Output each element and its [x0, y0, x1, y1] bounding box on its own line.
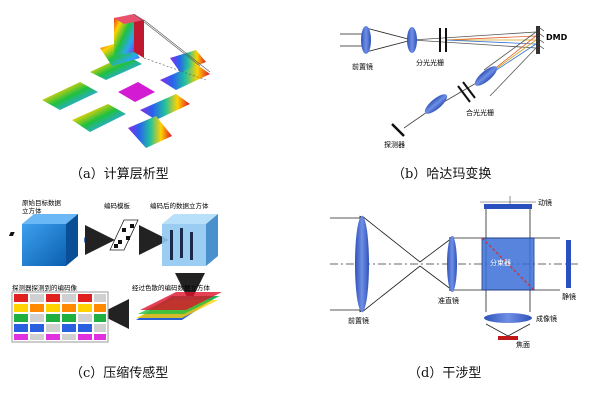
moving-mirror [484, 204, 532, 209]
caption-c: （c）压缩传感型 [70, 366, 169, 381]
coding-mask-label: 编码模板 [104, 202, 130, 210]
diffraction-tile [140, 94, 190, 120]
panel-d-diagram [330, 196, 580, 340]
combine-lens-2 [424, 94, 448, 114]
original-data-cube [22, 214, 78, 266]
caption-d: （d）干涉型 [408, 366, 482, 381]
dmd-mirror [536, 26, 540, 54]
diffraction-tile [128, 116, 172, 148]
split-grating-label: 分光光栅 [416, 59, 444, 67]
spectral-cube [114, 14, 144, 58]
diffraction-tile [42, 82, 98, 110]
front-lens [361, 26, 371, 54]
original-cube-label-line1: 原始目标数据 [22, 199, 61, 207]
panel-b-diagram [340, 26, 545, 137]
fixed-mirror-label: 静镜 [562, 293, 576, 301]
original-cube-label-line2: 立方体 [22, 207, 42, 215]
collimating-lens-label: 准直镜 [438, 297, 459, 305]
detector-label: 探测器 [384, 141, 405, 149]
caption-b: （b）哈达玛变换 [392, 167, 492, 182]
combine-lens-1 [474, 66, 498, 86]
original-cube-label: 原始目标数据 立方体 [22, 199, 61, 215]
coded-cube-label: 编码后的数据立方体 [150, 202, 209, 210]
combine-grating-label: 合光光栅 [466, 109, 494, 117]
detector [391, 123, 405, 137]
dmd-label: DMD [546, 33, 568, 42]
combine-grating [457, 85, 471, 103]
front-lens-d [355, 216, 369, 312]
focal-plane-label: 焦面 [516, 341, 530, 349]
moving-mirror-label: 动镜 [538, 199, 552, 207]
front-lens-d-label: 前置镜 [348, 317, 369, 325]
detected-coded-image [11, 291, 109, 343]
dispersed-coded-cube [136, 292, 222, 320]
zero-order-image [118, 82, 155, 102]
imaging-lens-label: 成像镜 [536, 315, 557, 323]
split-lens [407, 27, 417, 53]
collimating-lens [447, 236, 457, 292]
focal-plane [498, 336, 518, 340]
imaging-lens [484, 313, 532, 323]
coding-mask [8, 219, 139, 251]
fixed-mirror [566, 240, 571, 288]
diffraction-tile [170, 50, 206, 72]
diffraction-tile [160, 64, 210, 90]
detected-image-label: 探测器探测到的编码像 [12, 284, 77, 292]
dispersed-cube-label: 经过色散的编码数据立方体 [132, 284, 210, 292]
front-lens-label: 前置镜 [352, 63, 373, 71]
coded-data-cube [162, 214, 218, 266]
caption-a: （a）计算层析型 [70, 167, 169, 182]
diffraction-tile [90, 55, 142, 80]
panel-c-diagram [8, 214, 222, 343]
panel-a-diagram [42, 13, 211, 148]
diffraction-tile [72, 104, 126, 132]
beam-splitter-label: 分束器 [490, 259, 511, 267]
